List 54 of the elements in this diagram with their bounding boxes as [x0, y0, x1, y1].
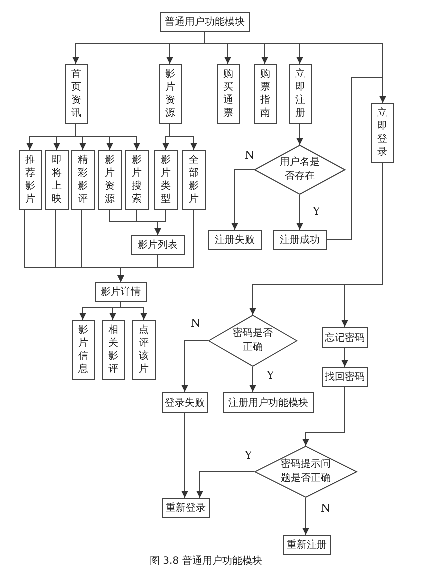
process-box: 影片信息 [72, 320, 95, 380]
process-box: 立即注册 [289, 64, 312, 124]
process-box: 重新登录 [162, 498, 210, 518]
arrow [196, 472, 254, 498]
process-box: 相关影评 [102, 320, 125, 380]
decision-diamond: 密码提示问题是否正确 [254, 446, 358, 498]
arrow [326, 78, 386, 240]
process-box: 忘记密码 [322, 327, 368, 348]
arrow [296, 194, 304, 230]
process-box: 全部影片 [182, 150, 206, 210]
process-box: 影片资源 [98, 150, 122, 210]
process-box: 重新注册 [283, 535, 331, 555]
process-box: 购票指南 [254, 64, 277, 124]
process-box: 找回密码 [322, 367, 368, 387]
edge-label: N [190, 318, 202, 330]
arrow [302, 498, 310, 536]
arrow [342, 162, 384, 328]
arrow [182, 412, 188, 498]
edge-label: Y [266, 370, 276, 382]
arrow [296, 124, 304, 146]
arrow [182, 340, 208, 392]
process-box: 影片资源 [159, 64, 182, 124]
process-box: 普通用户功能模块 [160, 12, 250, 32]
process-box: 点评该片 [132, 320, 156, 380]
process-box: 登录失败 [162, 392, 208, 413]
process-box: 影片类型 [154, 150, 178, 210]
arrow [232, 170, 254, 230]
caption: 图 3.8 普通用户功能模块 [150, 556, 262, 567]
process-box: 注册用户功能模块 [223, 392, 314, 413]
arrow [154, 210, 166, 236]
process-box: 立即登录 [371, 103, 394, 163]
arrow [250, 366, 256, 392]
process-box: 即将上映 [45, 150, 69, 210]
edge-label: Y [244, 450, 254, 462]
process-box: 影片搜索 [125, 150, 149, 210]
arrow [76, 124, 140, 150]
edge-label: N [320, 503, 332, 515]
edge-label: N [244, 150, 256, 162]
process-box: 精彩影评 [71, 150, 95, 210]
process-box: 推荐影片 [19, 150, 42, 210]
decision-diamond: 用户名是否存在 [254, 145, 346, 195]
edge-label: Y [312, 206, 322, 218]
arrow [118, 210, 194, 282]
arrow [342, 348, 348, 368]
process-box: 首页资讯 [65, 64, 88, 124]
decision-diamond: 密码是否正确 [208, 315, 298, 367]
arrow [302, 386, 346, 446]
arrow [170, 124, 198, 150]
process-box: 影片列表 [131, 235, 185, 255]
process-box: 影片详情 [95, 282, 147, 302]
process-box: 注册成功 [273, 230, 327, 250]
arrow [120, 302, 148, 320]
process-box: 注册失败 [208, 230, 262, 250]
process-box: 购买通票 [217, 64, 240, 124]
